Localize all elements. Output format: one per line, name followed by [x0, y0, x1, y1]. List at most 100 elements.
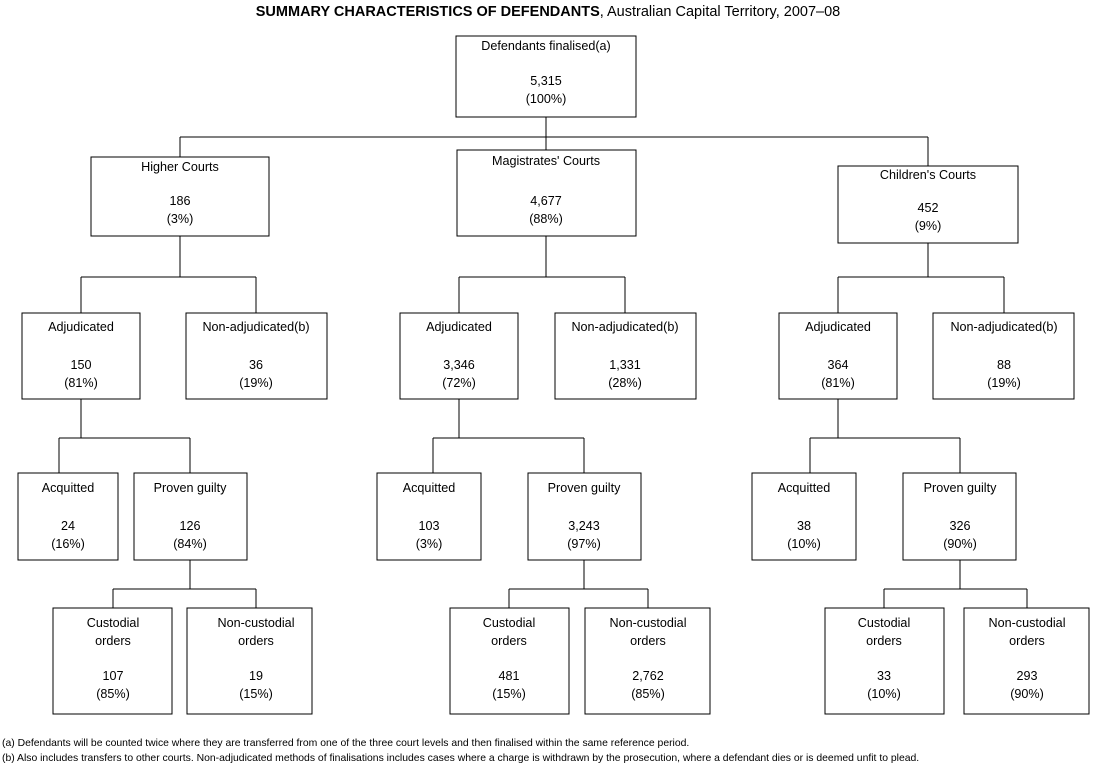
node-label-line1: Non-custodial: [217, 616, 294, 630]
node-value: 103: [418, 519, 439, 533]
node-label-line1: Custodial: [483, 616, 536, 630]
node-cc-non-custodial-orders[interactable]: Non-custodial orders 293 (90%): [963, 607, 1090, 715]
node-percent: (3%): [416, 537, 443, 551]
node-label: Acquitted: [403, 481, 456, 495]
connector-root-to-courts: [179, 117, 929, 166]
connector-mc-adj-split: [432, 399, 585, 473]
connector-cc-adj-split: [809, 399, 961, 473]
node-percent: (97%): [567, 537, 601, 551]
node-value: 150: [70, 358, 91, 372]
node-label: Children's Courts: [880, 168, 976, 182]
node-percent: (84%): [173, 537, 207, 551]
node-percent: (15%): [492, 687, 526, 701]
connector-hc-guilty-split: [112, 560, 257, 608]
node-value: 107: [102, 669, 123, 683]
node-label: Proven guilty: [924, 481, 998, 495]
connector-higher-split: [80, 236, 257, 313]
node-label-line2: orders: [491, 634, 527, 648]
node-mc-non-custodial-orders[interactable]: Non-custodial orders 2,762 (85%): [584, 607, 711, 715]
node-mc-custodial-orders[interactable]: Custodial orders 481 (15%): [449, 607, 570, 715]
node-value: 88: [997, 358, 1011, 372]
node-hc-custodial-orders[interactable]: Custodial orders 107 (85%): [52, 607, 173, 715]
node-percent: (90%): [943, 537, 977, 551]
node-percent: (85%): [96, 687, 130, 701]
node-label-line2: orders: [238, 634, 274, 648]
node-cc-adjudicated[interactable]: Adjudicated 364 (81%): [778, 312, 898, 400]
node-value: 3,243: [568, 519, 600, 533]
node-percent: (88%): [529, 212, 563, 226]
node-higher-courts[interactable]: Higher Courts 186 (3%): [90, 156, 270, 237]
node-value: 452: [917, 201, 938, 215]
node-label-line2: orders: [1009, 634, 1045, 648]
node-value: 19: [249, 669, 263, 683]
node-label: Non-adjudicated(b): [202, 320, 309, 334]
node-mc-proven-guilty[interactable]: Proven guilty 3,243 (97%): [527, 472, 642, 561]
node-hc-acquitted[interactable]: Acquitted 24 (16%): [17, 472, 119, 561]
node-hc-adjudicated[interactable]: Adjudicated 150 (81%): [21, 312, 141, 400]
connector-mc-guilty-split: [508, 560, 649, 608]
node-value: 24: [61, 519, 75, 533]
node-value: 38: [797, 519, 811, 533]
node-percent: (10%): [867, 687, 901, 701]
node-cc-non-adjudicated[interactable]: Non-adjudicated(b) 88 (19%): [932, 312, 1075, 400]
node-cc-acquitted[interactable]: Acquitted 38 (10%): [751, 472, 857, 561]
node-defendants-finalised[interactable]: Defendants finalised(a) 5,315 (100%): [455, 35, 637, 118]
node-label-line2: orders: [866, 634, 902, 648]
node-percent: (16%): [51, 537, 85, 551]
node-label-line1: Non-custodial: [609, 616, 686, 630]
node-label: Non-adjudicated(b): [571, 320, 678, 334]
connector-cc-guilty-split: [883, 560, 1028, 608]
node-mc-adjudicated[interactable]: Adjudicated 3,346 (72%): [399, 312, 519, 400]
node-percent: (90%): [1010, 687, 1044, 701]
node-label: Non-adjudicated(b): [950, 320, 1057, 334]
node-percent: (3%): [167, 212, 194, 226]
node-value: 186: [169, 194, 190, 208]
connector-childrens-split: [837, 243, 1005, 313]
connector-magistrates-split: [458, 236, 626, 313]
node-value: 364: [827, 358, 848, 372]
node-label-line1: Custodial: [87, 616, 140, 630]
node-percent: (9%): [915, 219, 942, 233]
node-label: Defendants finalised(a): [481, 39, 611, 53]
node-percent: (19%): [987, 376, 1021, 390]
footnote-b: (b) Also includes transfers to other cou…: [2, 753, 920, 764]
node-value: 3,346: [443, 358, 475, 372]
node-magistrates-courts[interactable]: Magistrates' Courts 4,677 (88%): [456, 149, 637, 237]
node-percent: (10%): [787, 537, 821, 551]
footnotes: (a) Defendants will be counted twice whe…: [2, 736, 1094, 766]
node-hc-non-custodial-orders[interactable]: Non-custodial orders 19 (15%): [186, 607, 313, 715]
node-value: 126: [179, 519, 200, 533]
node-percent: (85%): [631, 687, 665, 701]
node-label: Proven guilty: [548, 481, 622, 495]
node-value: 2,762: [632, 669, 664, 683]
node-value: 293: [1016, 669, 1037, 683]
node-mc-acquitted[interactable]: Acquitted 103 (3%): [376, 472, 482, 561]
node-label-line1: Non-custodial: [988, 616, 1065, 630]
node-mc-non-adjudicated[interactable]: Non-adjudicated(b) 1,331 (28%): [554, 312, 697, 400]
node-label: Magistrates' Courts: [492, 154, 600, 168]
node-label: Adjudicated: [426, 320, 492, 334]
node-percent: (81%): [64, 376, 98, 390]
node-label: Acquitted: [42, 481, 95, 495]
node-percent: (28%): [608, 376, 642, 390]
node-label: Acquitted: [778, 481, 831, 495]
page-title-bold: SUMMARY CHARACTERISTICS OF DEFENDANTS: [255, 4, 600, 20]
node-label: Adjudicated: [48, 320, 114, 334]
node-cc-custodial-orders[interactable]: Custodial orders 33 (10%): [824, 607, 945, 715]
node-label: Higher Courts: [141, 160, 219, 174]
node-label: Proven guilty: [154, 481, 228, 495]
node-percent: (100%): [526, 92, 567, 106]
node-percent: (81%): [821, 376, 855, 390]
node-label: Adjudicated: [805, 320, 871, 334]
node-label-line2: orders: [95, 634, 131, 648]
node-hc-non-adjudicated[interactable]: Non-adjudicated(b) 36 (19%): [185, 312, 328, 400]
node-label-line2: orders: [630, 634, 666, 648]
node-cc-proven-guilty[interactable]: Proven guilty 326 (90%): [902, 472, 1017, 561]
node-value: 36: [249, 358, 263, 372]
page-title-rest: , Australian Capital Territory, 2007–08: [599, 4, 841, 20]
node-value: 33: [877, 669, 891, 683]
node-percent: (19%): [239, 376, 273, 390]
node-hc-proven-guilty[interactable]: Proven guilty 126 (84%): [133, 472, 248, 561]
node-childrens-courts[interactable]: Children's Courts 452 (9%): [837, 165, 1019, 244]
connector-hc-adj-split: [58, 399, 191, 473]
